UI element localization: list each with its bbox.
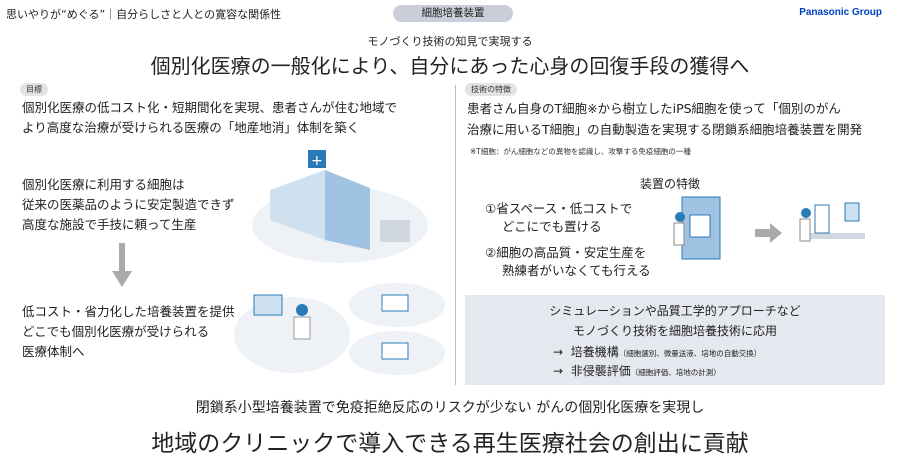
clinic-illustration bbox=[234, 283, 445, 375]
goal-line: より高度な治療が受けられる医療の「地産地消」体制を築く bbox=[22, 120, 360, 135]
solution-text: 低コスト・省力化した培養装置を提供どこでも個別化医療が受けられる医療体制へ bbox=[22, 302, 235, 362]
tagline: 思いやりが“めぐる”｜自分らしさと人との寛容な関係性 bbox=[6, 8, 282, 21]
item-sub: （細胞評価、培地の計測） bbox=[630, 368, 721, 377]
category-badge: 細胞培養装置 bbox=[393, 5, 513, 22]
solution-line: 低コスト・省力化した培養装置を提供 bbox=[22, 304, 235, 319]
desc-line: 治療に用いるT細胞」の自動製造を実現する閉鎖系細胞培養装置を開発 bbox=[467, 122, 863, 137]
footer-line2: 地域のクリニックで導入できる再生医療社会の創出に貢献 bbox=[151, 431, 749, 457]
page-title: 個別化医療の一般化により、自分にあった心身の回復手段の獲得へ bbox=[150, 54, 750, 78]
divider bbox=[455, 85, 456, 385]
problem-line: 個別化医療に利用する細胞は bbox=[22, 177, 185, 192]
solution-line: 医療体制へ bbox=[22, 344, 85, 359]
feature-line: 熟練者がいなくても行える bbox=[502, 263, 651, 278]
arrow-icon: → bbox=[553, 345, 564, 359]
feature-2: ②細胞の高品質・安定生産を熟練者がいなくても行える bbox=[485, 244, 651, 280]
problem-text: 個別化医療に利用する細胞は従来の医薬品のように安定製造できず高度な施設で手技に頼… bbox=[22, 175, 235, 235]
feature-1: ①省スペース・低コストでどこにでも置ける bbox=[485, 200, 632, 236]
item-main: 非侵襲評価 bbox=[570, 364, 631, 378]
device-illustration bbox=[673, 196, 865, 260]
box-item: → 培養機構（細胞選別、微量送液、培地の自動交換） bbox=[553, 343, 885, 360]
features-title: 装置の特徴 bbox=[640, 177, 701, 191]
tech-label: 技術の特徴 bbox=[465, 83, 517, 96]
footnote: ※T細胞：がん細胞などの異物を認識し、攻撃する免疫細胞の一種 bbox=[470, 147, 691, 156]
goal-text: 個別化医療の低コスト化・短期間化を実現、患者さんが住む地域でより高度な治療が受け… bbox=[22, 98, 397, 138]
problem-line: 高度な施設で手技に頼って生産 bbox=[22, 217, 197, 232]
box-item: → 非侵襲評価（細胞評価、培地の計測） bbox=[553, 362, 885, 379]
arrow-icon: → bbox=[553, 364, 564, 378]
item-main: 培養機構 bbox=[570, 345, 619, 359]
desc-line: 患者さん自身のT細胞※から樹立したiPS細胞を使って「個別のがん bbox=[467, 101, 841, 116]
item-sub: （細胞選別、微量送液、培地の自動交換） bbox=[618, 349, 762, 358]
tech-desc: 患者さん自身のT細胞※から樹立したiPS細胞を使って「個別のがん治療に用いるT細… bbox=[467, 98, 862, 140]
solution-line: どこでも個別化医療が受けられる bbox=[22, 324, 210, 339]
hospital-illustration: + bbox=[252, 150, 428, 263]
box-line2: モノづくり技術を細胞培養技術に応用 bbox=[572, 324, 777, 338]
feature-line: どこにでも置ける bbox=[502, 219, 602, 234]
box-line1: シミュレーションや品質工学的アプローチなど bbox=[549, 304, 801, 318]
brand-logo: Panasonic Group bbox=[799, 7, 882, 18]
svg-text:+: + bbox=[311, 153, 323, 169]
goal-label: 目標 bbox=[20, 83, 48, 96]
subtitle: モノづくり技術の知見で実現する bbox=[367, 35, 533, 48]
problem-line: 従来の医薬品のように安定製造できず bbox=[22, 197, 235, 212]
feature-line: ②細胞の高品質・安定生産を bbox=[485, 245, 647, 260]
feature-line: ①省スペース・低コストで bbox=[485, 201, 633, 216]
down-arrow-icon bbox=[112, 243, 132, 287]
footer-line1: 閉鎖系小型培養装置で免疫拒絶反応のリスクが少ない がんの個別化医療を実現し bbox=[195, 400, 705, 416]
approach-box: シミュレーションや品質工学的アプローチなど モノづくり技術を細胞培養技術に応用 … bbox=[465, 295, 885, 385]
goal-line: 個別化医療の低コスト化・短期間化を実現、患者さんが住む地域で bbox=[22, 100, 398, 115]
